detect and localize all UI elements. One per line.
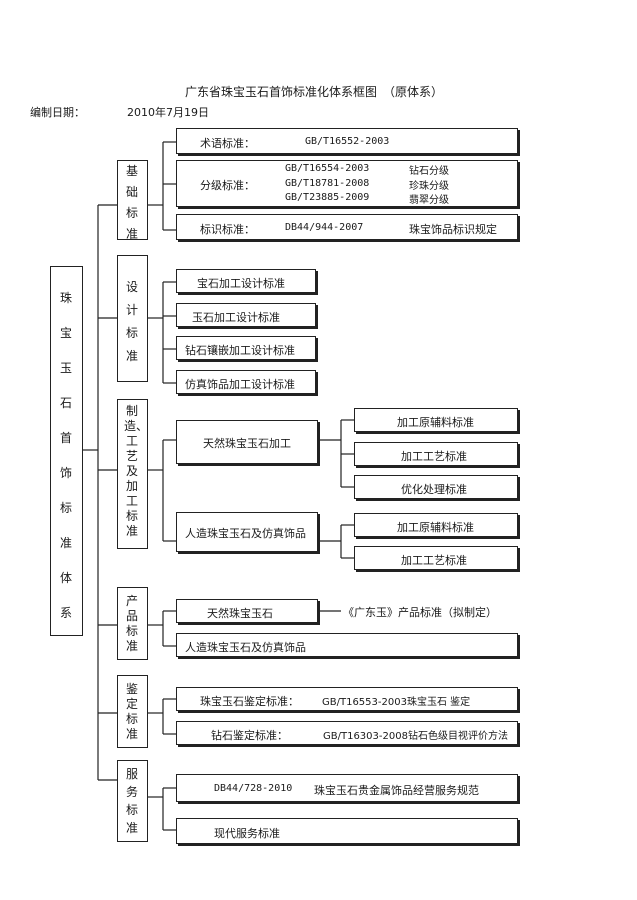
identification-jade-label: 珠宝玉石鉴定标准： — [200, 695, 299, 708]
grading-name-1: 钻石分级 — [409, 166, 449, 177]
grading-label: 分级标准： — [200, 179, 255, 192]
grading-name-3: 翡翠分级 — [409, 195, 449, 206]
manufacture-synthetic-item-1: 加工原辅料标准 — [354, 513, 518, 537]
product-natural: 天然珠宝玉石 — [176, 599, 318, 623]
manufacture-natural-item-2: 加工工艺标准 — [354, 442, 518, 466]
manufacture-natural-item-1-label: 加工原辅料标准 — [397, 416, 474, 429]
service-item-2: 现代服务标准 — [176, 818, 518, 844]
service-item-1-code: DB44/728-2010 — [214, 783, 293, 794]
category-design-label: 设计标准 — [125, 280, 138, 363]
grading-code-1: GB/T16554-2003 — [285, 163, 370, 174]
manufacture-synthetic-label: 人造珠宝玉石及仿真饰品 — [185, 527, 306, 540]
product-synthetic: 人造珠宝玉石及仿真饰品 — [176, 633, 518, 657]
design-item-3: 钻石镶嵌加工设计标准 — [176, 336, 316, 360]
category-service: 服务标准 — [117, 760, 148, 842]
design-item-3-label: 钻石镶嵌加工设计标准 — [185, 344, 295, 357]
design-item-1: 宝石加工设计标准 — [176, 269, 316, 293]
design-item-2-label: 玉石加工设计标准 — [192, 311, 280, 324]
category-product-label: 产品标准 — [125, 594, 138, 653]
category-identification-label: 鉴定标准 — [125, 682, 138, 741]
service-item-2-name: 现代服务标准 — [214, 827, 280, 840]
identification-jade: 珠宝玉石鉴定标准： GB/T16553-2003珠宝玉石 鉴定 — [176, 687, 518, 711]
basic-marking-box: 标识标准： DB44/944-2007 珠宝饰品标识规定 — [176, 214, 518, 240]
manufacture-natural-label: 天然珠宝玉石加工 — [203, 437, 291, 450]
service-item-1-name: 珠宝玉石贵金属饰品经营服务规范 — [314, 784, 479, 797]
marking-name: 珠宝饰品标识规定 — [409, 223, 497, 236]
category-basic-label: 基础标准 — [125, 164, 138, 241]
basic-grading-box: 分级标准： GB/T16554-2003 钻石分级 GB/T18781-2008… — [176, 160, 518, 207]
category-manufacture: 制造、工艺及加工标准 — [117, 399, 148, 549]
category-manufacture-label: 制造、工艺及加工标准 — [124, 404, 149, 538]
service-item-1: DB44/728-2010 珠宝玉石贵金属饰品经营服务规范 — [176, 774, 518, 802]
category-product: 产品标准 — [117, 587, 148, 660]
product-natural-label: 天然珠宝玉石 — [207, 607, 273, 620]
manufacture-natural: 天然珠宝玉石加工 — [176, 420, 318, 464]
manufacture-natural-item-3-label: 优化处理标准 — [401, 483, 467, 496]
design-item-1-label: 宝石加工设计标准 — [197, 277, 285, 290]
manufacture-natural-item-2-label: 加工工艺标准 — [401, 450, 467, 463]
terms-code: GB/T16552-2003 — [305, 136, 390, 147]
basic-terms-box: 术语标准： GB/T16552-2003 — [176, 128, 518, 154]
design-item-4-label: 仿真饰品加工设计标准 — [185, 378, 295, 391]
category-design: 设计标准 — [117, 255, 148, 382]
product-natural-standard: 《广东玉》产品标准（拟制定） — [343, 606, 497, 619]
grading-code-2: GB/T18781-2008 — [285, 178, 370, 189]
identification-diamond: 钻石鉴定标准： GB/T16303-2008钻石色级目视评价方法 — [176, 721, 518, 745]
marking-code: DB44/944-2007 — [285, 222, 364, 233]
category-service-label: 服务标准 — [125, 767, 138, 835]
category-identification: 鉴定标准 — [117, 675, 148, 748]
design-item-2: 玉石加工设计标准 — [176, 303, 316, 327]
grading-code-3: GB/T23885-2009 — [285, 192, 370, 203]
grading-name-2: 珍珠分级 — [409, 181, 449, 192]
root-label: 珠宝玉石首饰标准体系 — [59, 291, 72, 620]
manufacture-synthetic-item-2: 加工工艺标准 — [354, 546, 518, 570]
identification-diamond-label: 钻石鉴定标准： — [211, 729, 288, 742]
product-synthetic-label: 人造珠宝玉石及仿真饰品 — [185, 641, 306, 654]
date-value: 2010年7月19日 — [127, 106, 209, 119]
root-node: 珠宝玉石首饰标准体系 — [50, 266, 83, 636]
manufacture-synthetic-item-2-label: 加工工艺标准 — [401, 554, 467, 567]
date-label: 编制日期： — [30, 106, 85, 119]
identification-diamond-text: GB/T16303-2008钻石色级目视评价方法 — [323, 731, 508, 742]
manufacture-synthetic-item-1-label: 加工原辅料标准 — [397, 521, 474, 534]
marking-label: 标识标准： — [200, 223, 255, 236]
manufacture-natural-item-1: 加工原辅料标准 — [354, 408, 518, 432]
identification-jade-text: GB/T16553-2003珠宝玉石 鉴定 — [322, 697, 471, 708]
manufacture-synthetic: 人造珠宝玉石及仿真饰品 — [176, 512, 318, 552]
manufacture-natural-item-3: 优化处理标准 — [354, 475, 518, 499]
design-item-4: 仿真饰品加工设计标准 — [176, 370, 316, 394]
terms-label: 术语标准： — [200, 137, 255, 150]
category-basic: 基础标准 — [117, 160, 148, 241]
diagram-title: 广东省珠宝玉石首饰标准化体系框图 （原体系） — [185, 85, 444, 99]
